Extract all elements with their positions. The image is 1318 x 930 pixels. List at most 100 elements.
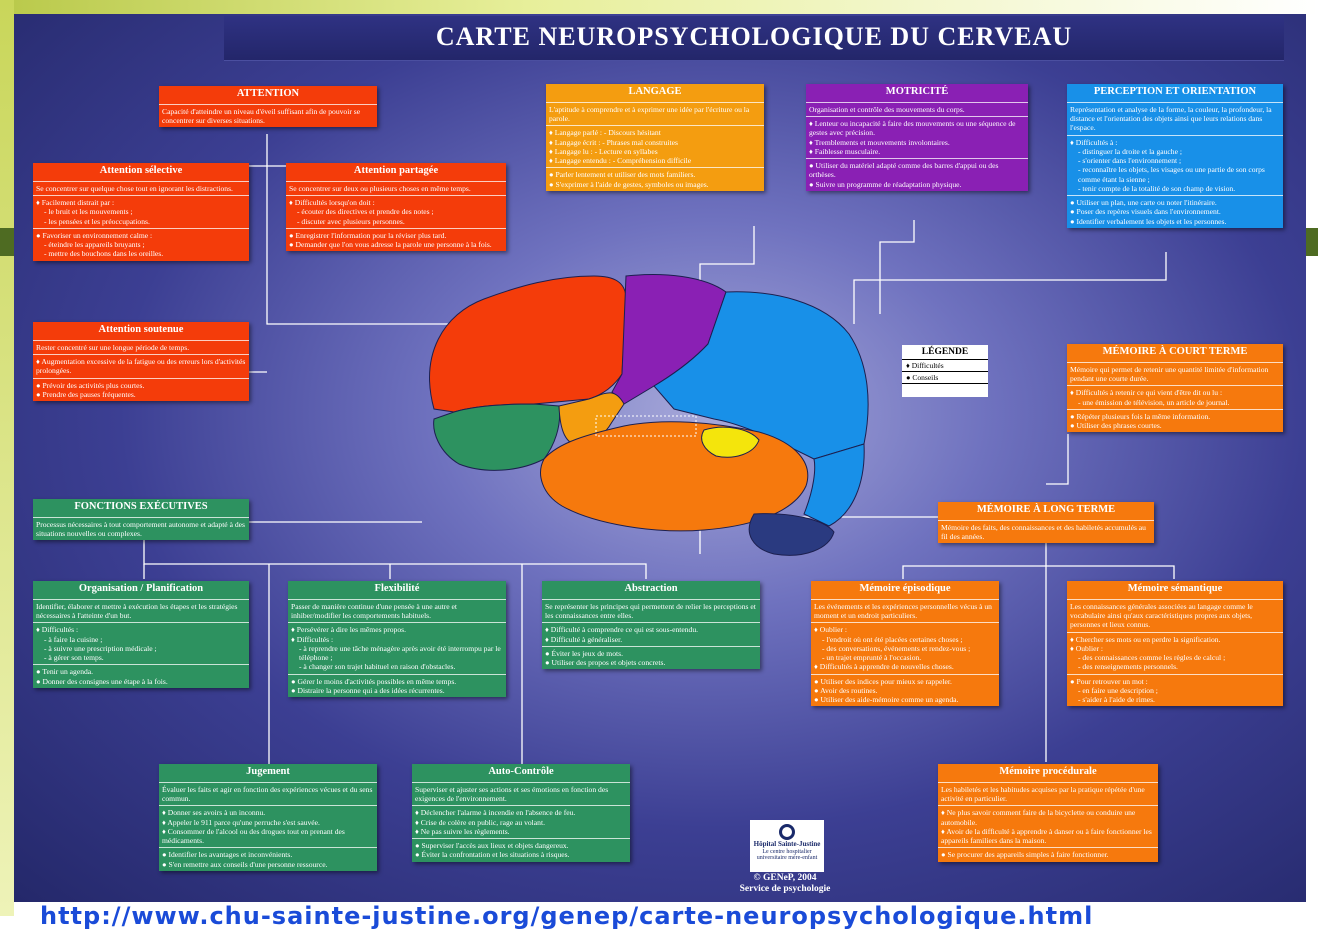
credit-copyright: © GENeP, 2004: [720, 873, 850, 884]
box-line: ● S'exprimer à l'aide de gestes, symbole…: [549, 180, 761, 189]
box-line: ♦ Difficultés à apprendre de nouvelles c…: [814, 662, 996, 671]
legend: LÉGENDE ♦ Difficultés ● Conseils: [902, 345, 988, 397]
box-line: Représentation et analyse de la forme, l…: [1070, 105, 1280, 133]
box-section: Mémoire qui permet de retenir une quanti…: [1067, 363, 1283, 387]
box-line: Processus nécessaires à tout comportemen…: [36, 520, 246, 539]
box-title: Mémoire sémantique: [1067, 581, 1283, 600]
box-title: Attention soutenue: [33, 322, 249, 341]
box-auto-controle: Auto-ContrôleSuperviser et ajuster ses a…: [412, 764, 630, 862]
box-langage: LANGAGE L'aptitude à comprendre et à expr…: [546, 84, 764, 191]
box-memoire-court-terme: MÉMOIRE À COURT TERMEMémoire qui permet …: [1067, 344, 1283, 432]
box-line: ♦ Difficultés :: [36, 625, 246, 634]
box-section: Passer de manière continue d'une pensée …: [288, 600, 506, 624]
poster: CARTE NEUROPSYCHOLOGIQUE DU CERVEAU: [14, 14, 1306, 902]
box-line: ♦ Lenteur ou incapacité à faire des mouv…: [809, 119, 1025, 138]
box-line: ♦ Difficultés :: [291, 635, 503, 644]
box-line: ♦ Langage lu : - Lecture en syllabes: [549, 147, 761, 156]
box-section: ● Superviser l'accès aux lieux et objets…: [412, 839, 630, 862]
box-line: Se concentrer sur quelque chose tout en …: [36, 184, 246, 193]
connector-motricite: [880, 220, 914, 314]
hospital-logo: Hôpital Sainte-Justine Le centre hospita…: [750, 820, 824, 872]
box-line: ● Utiliser des phrases courtes.: [1070, 421, 1280, 430]
box-section: Mémoire des faits, des connaissances et …: [938, 521, 1154, 544]
box-title: Flexibilité: [288, 581, 506, 600]
box-title: ATTENTION: [159, 86, 377, 105]
box-section: ● Éviter les jeux de mots.● Utiliser des…: [542, 647, 760, 670]
hospital-logo-text: Hôpital Sainte-Justine: [750, 841, 824, 849]
box-line: ♦ Donner ses avoirs à un inconnu.: [162, 808, 374, 817]
box-line: ● Utiliser des aide-mémoire comme un age…: [814, 695, 996, 704]
brain-frontal-lobe: [430, 276, 626, 412]
box-line: ● S'en remettre aux conseils d'une perso…: [162, 860, 374, 869]
box-line: ● Identifier les avantages et inconvénie…: [162, 850, 374, 859]
box-organisation: Organisation / PlanificationIdentifier, …: [33, 581, 249, 688]
box-line: ● Gérer le moins d'activités possibles e…: [291, 677, 503, 686]
box-line: - discuter avec plusieurs personnes.: [289, 217, 503, 226]
box-title: Jugement: [159, 764, 377, 783]
box-title: MOTRICITÉ: [806, 84, 1028, 103]
box-line: ● Prendre des pauses fréquentes.: [36, 390, 246, 399]
box-line: - l'endroit où ont été placées certaines…: [814, 635, 996, 644]
box-title: Attention sélective: [33, 163, 249, 182]
box-section: Capacité d'atteindre un niveau d'éveil s…: [159, 105, 377, 128]
box-line: ♦ Langage entendu : - Compréhension diff…: [549, 156, 761, 165]
box-title: LANGAGE: [546, 84, 764, 103]
source-url-link[interactable]: http://www.chu-sainte-justine.org/genep/…: [40, 902, 1093, 930]
brain-prefrontal-lobe: [434, 404, 560, 470]
box-line: ♦ Ne pas suivre les règlements.: [415, 827, 627, 836]
box-line: ♦ Avoir de la difficulté à apprendre à d…: [941, 827, 1155, 846]
box-section: Représentation et analyse de la forme, l…: [1067, 103, 1283, 136]
box-section: ● Enregistrer l'information pour la révi…: [286, 229, 506, 252]
box-section: ● Utiliser des indices pour mieux se rap…: [811, 675, 999, 707]
box-line: ● Distraire la personne qui a des idées …: [291, 686, 503, 695]
box-line: ♦ Crise de colère en public, rage au vol…: [415, 818, 627, 827]
connector-memoire-court: [1046, 434, 1068, 484]
box-line: - à gérer son temps.: [36, 653, 246, 662]
box-attention-partagee: Attention partagéeSe concentrer sur deux…: [286, 163, 506, 251]
box-section: Organisation et contrôle des mouvements …: [806, 103, 1028, 117]
box-line: Se représenter les principes qui permett…: [545, 602, 757, 621]
box-line: ● Favoriser un environnement calme :: [36, 231, 246, 240]
box-line: ♦ Facilement distrait par :: [36, 198, 246, 207]
slide-left-decoration: [0, 0, 14, 916]
box-line: ● Utiliser du matériel adapté comme des …: [809, 161, 1025, 180]
box-line: - le bruit et les mouvements ;: [36, 207, 246, 216]
box-section: ♦ Facilement distrait par :- le bruit et…: [33, 196, 249, 229]
box-section: Les événements et les expériences person…: [811, 600, 999, 624]
box-line: - à suivre une prescription médicale ;: [36, 644, 246, 653]
box-title: Abstraction: [542, 581, 760, 600]
box-line: Organisation et contrôle des mouvements …: [809, 105, 1025, 114]
box-line: - mettre des bouchons dans les oreilles.: [36, 249, 246, 258]
box-line: ● Pour retrouver un mot :: [1070, 677, 1280, 686]
box-line: ♦ Tremblements et mouvements involontair…: [809, 138, 1025, 147]
box-line: - s'orienter dans l'environnement ;: [1070, 156, 1280, 165]
box-line: - écouter des directives et prendre des …: [289, 207, 503, 216]
box-section: ● Tenir un agenda.● Donner des consignes…: [33, 665, 249, 688]
box-line: ♦ Consommer de l'alcool ou des drogues t…: [162, 827, 374, 846]
box-attention-selective: Attention sélective Se concentrer sur que…: [33, 163, 249, 261]
box-line: ● Suivre un programme de réadaptation ph…: [809, 180, 1025, 189]
box-section: Les habiletés et les habitudes acquises …: [938, 783, 1158, 807]
connector-perception: [854, 252, 1166, 324]
box-line: ● Identifier verbalement les objets et l…: [1070, 217, 1280, 226]
box-section: Les connaissances générales associées au…: [1067, 600, 1283, 633]
box-line: - les pensées et les préoccupations.: [36, 217, 246, 226]
box-line: ♦ Difficultés à :: [1070, 138, 1280, 147]
box-title: MÉMOIRE À COURT TERME: [1067, 344, 1283, 363]
box-line: Se concentrer sur deux ou plusieurs chos…: [289, 184, 503, 193]
hospital-logo-icon: [779, 824, 795, 840]
box-section: ● Se procurer des appareils simples à fa…: [938, 848, 1158, 861]
box-line: ♦ Difficulté à comprendre ce qui est sou…: [545, 625, 757, 634]
box-line: L'aptitude à comprendre et à exprimer un…: [549, 105, 761, 124]
box-line: ♦ Langage écrit : - Phrases mal construi…: [549, 138, 761, 147]
box-line: - une émission de télévision, un article…: [1070, 398, 1280, 407]
box-section: ♦ Chercher ses mots ou en perdre la sign…: [1067, 633, 1283, 675]
brain: [430, 275, 869, 556]
box-line: Les habiletés et les habitudes acquises …: [941, 785, 1155, 804]
box-title: MÉMOIRE À LONG TERME: [938, 502, 1154, 521]
box-line: ♦ Oublier :: [1070, 644, 1280, 653]
box-title: Mémoire épisodique: [811, 581, 999, 600]
box-line: - un trajet emprunté à l'occasion.: [814, 653, 996, 662]
box-memoire-procedurale: Mémoire procéduraleLes habiletés et les …: [938, 764, 1158, 862]
